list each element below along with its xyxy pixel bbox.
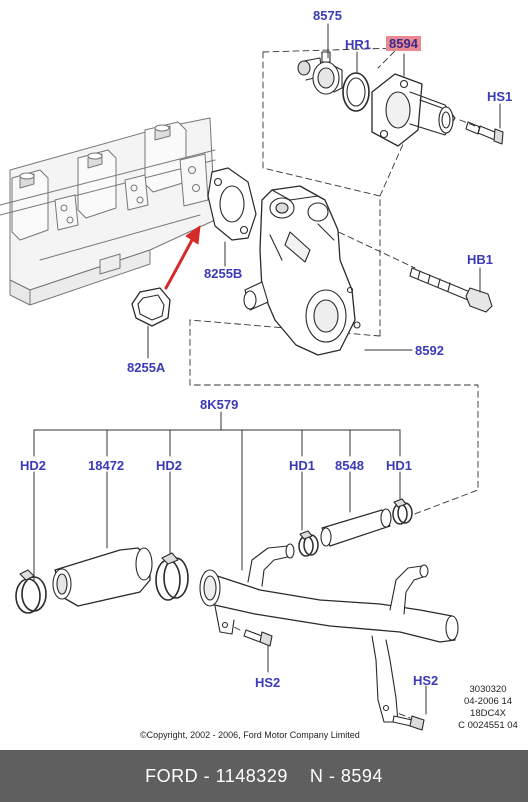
label-8592: 8592	[415, 343, 444, 358]
thermostat-housing-8594	[371, 73, 456, 147]
bolt-hs2-right	[392, 715, 425, 731]
copyright-notice: ©Copyright, 2002 - 2006, Ford Motor Comp…	[140, 730, 360, 740]
code-line: 3030320	[469, 684, 507, 695]
o-ring-8255a	[131, 287, 171, 327]
label-hd2-left: HD2	[20, 458, 47, 473]
red-arrow	[164, 225, 201, 290]
label-8575: 8575	[313, 8, 342, 23]
gasket-8255b	[207, 167, 257, 241]
label-8548: 8548	[335, 458, 364, 473]
water-outlet-8592	[243, 185, 361, 356]
code-line: 18DC4X	[470, 708, 506, 719]
coolant-pipe-8k579	[199, 543, 459, 723]
footer-part-number: N - 8594	[309, 765, 383, 786]
footer-brand-part: FORD - 1148329	[145, 765, 288, 786]
reference-codes: 3030320 04-2006 14 18DC4X C 0024551 04	[452, 684, 524, 732]
label-hs1: HS1	[487, 89, 513, 104]
hose-8548	[320, 508, 392, 547]
hose-18472	[52, 547, 153, 607]
parts-diagram: 8575 HR1 8594 HS1 HB1 8255B 8592 8255A 8…	[0, 8, 524, 740]
label-8594-highlighted: 8594	[386, 36, 421, 51]
label-hd2-middle: HD2	[156, 458, 183, 473]
clamp-hd1-left	[298, 530, 319, 557]
label-8255b: 8255B	[204, 266, 243, 281]
clamp-hd2-middle	[155, 552, 189, 601]
label-hs2-left: HS2	[255, 675, 281, 690]
footer-bar: FORD - 1148329 N - 8594	[0, 750, 528, 802]
label-hd1-left: HD1	[289, 458, 316, 473]
label-hb1: HB1	[467, 252, 494, 267]
label-hr1: HR1	[345, 37, 372, 52]
thermostat-8575	[297, 51, 343, 95]
label-bracket-8k579	[33, 411, 427, 715]
diagram-drawing	[0, 23, 504, 731]
label-8255a: 8255A	[127, 360, 166, 375]
label-hd1-right: HD1	[386, 458, 413, 473]
label-8k579: 8K579	[200, 397, 239, 412]
label-hs2-right: HS2	[413, 673, 439, 688]
leader-lines-top	[147, 23, 501, 359]
clamp-hd1-right	[392, 498, 413, 525]
clamp-hd2-left	[15, 569, 47, 614]
bolt-hs1	[465, 121, 504, 145]
code-line: 04-2006 14	[463, 696, 513, 707]
bolt-hb1	[409, 267, 493, 313]
bolt-hs2-left	[243, 629, 273, 647]
engine-head-illustration	[0, 117, 216, 306]
o-ring-hr1	[342, 72, 370, 112]
label-18472: 18472	[88, 458, 125, 473]
code-line: C 0024551 04	[458, 720, 518, 731]
